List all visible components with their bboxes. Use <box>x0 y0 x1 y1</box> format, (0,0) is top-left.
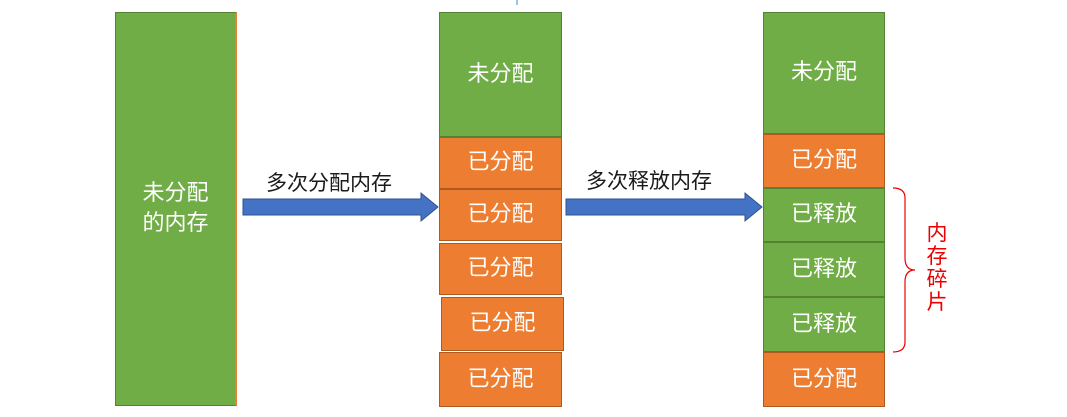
col2-block-label: 已分配 <box>467 256 534 282</box>
col3-block-label: 已释放 <box>790 202 857 228</box>
col2-allocated-block: 已分配 <box>441 297 564 351</box>
col2-block-label: 已分配 <box>469 311 536 337</box>
col2-block-label: 已分配 <box>467 202 534 228</box>
arrow1-label: 多次分配内存 <box>266 171 392 195</box>
col3-unallocated-label: 未分配 <box>790 60 857 86</box>
col3-freed-block: 已释放 <box>763 242 885 297</box>
col3-allocated-block: 已分配 <box>763 134 885 188</box>
col3-freed-block: 已释放 <box>763 297 885 352</box>
col3-block-label: 已分配 <box>790 148 857 174</box>
col2-unallocated-label: 未分配 <box>467 61 534 87</box>
col2-block-label: 已分配 <box>467 366 534 392</box>
col3-block-label: 已分配 <box>790 366 857 392</box>
col3-allocated-block: 已分配 <box>763 352 885 407</box>
memory-fragment-label: 内存碎片 <box>926 221 948 314</box>
col3-block-label: 已释放 <box>790 256 857 282</box>
arrow-right-icon <box>242 191 439 223</box>
col2-allocated-block: 已分配 <box>439 137 562 189</box>
col3-freed-block: 已释放 <box>763 188 885 242</box>
col3-unallocated-block: 未分配 <box>763 12 885 134</box>
unallocated-memory-block: 未分配 的内存 <box>115 12 237 406</box>
right-brace-icon <box>892 187 916 353</box>
col3-block-label: 已释放 <box>790 311 857 337</box>
col2-unallocated-block: 未分配 <box>439 12 562 137</box>
col2-block-label: 已分配 <box>467 150 534 176</box>
arrow2-label: 多次释放内存 <box>586 169 712 193</box>
arrow-right-icon <box>565 191 763 223</box>
unallocated-memory-label: 未分配 的内存 <box>142 181 209 236</box>
col2-allocated-block: 已分配 <box>439 243 562 295</box>
col2-allocated-block: 已分配 <box>439 189 562 241</box>
col2-allocated-block: 已分配 <box>439 352 562 407</box>
